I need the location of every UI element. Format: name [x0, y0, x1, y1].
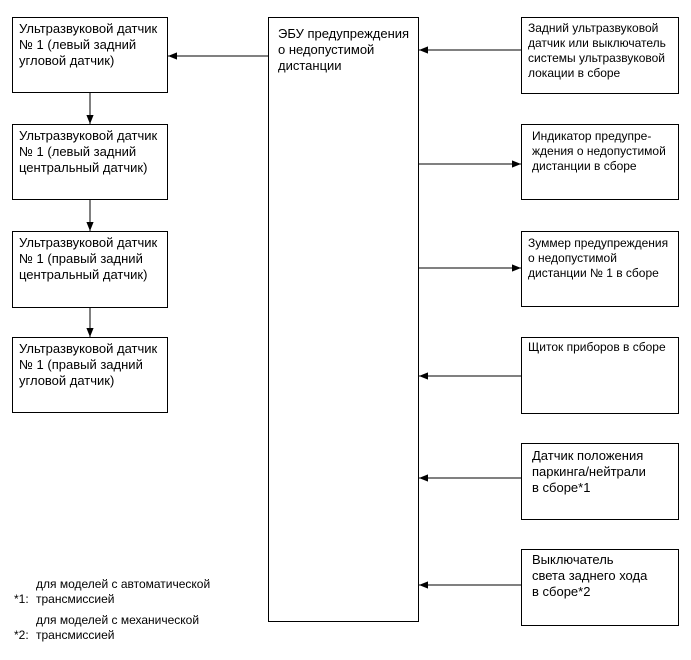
ecu-label: ЭБУ предупреждения о недопустимой дистан…: [278, 26, 410, 73]
component-label: Зуммер предупреждения о недопустимой дис…: [528, 236, 669, 280]
footnote-1: *1: для моделей с автоматической трансми…: [14, 577, 210, 622]
footnote-2: *2: для моделей с механической трансмисс…: [14, 613, 199, 658]
sensor-box-left-center: Ультразвуковой датчик № 1 (левый задний …: [12, 124, 168, 200]
sensor-label: Ультразвуковой датчик № 1 (левый задний …: [19, 128, 158, 175]
ecu-box: ЭБУ предупреждения о недопустимой дистан…: [268, 17, 419, 622]
park-neutral-sensor-box: Датчик положения паркинга/нейтрали в сбо…: [521, 443, 679, 520]
sensor-box-right-corner: Ультразвуковой датчик № 1 (правый задний…: [12, 337, 168, 413]
warning-indicator-box: Индикатор предупре- ждения о недопустимо…: [521, 124, 679, 200]
component-label: Индикатор предупре- ждения о недопустимо…: [532, 129, 666, 173]
footnote-mark: *2:: [14, 628, 29, 642]
sensor-label: Ультразвуковой датчик № 1 (левый задний …: [19, 21, 158, 68]
footnote-text: для моделей с механической трансмиссией: [36, 613, 200, 642]
component-label: Задний ультразвуковой датчик или выключа…: [528, 21, 666, 80]
component-label: Щиток приборов в сборе: [528, 340, 666, 354]
component-label: Датчик положения паркинга/нейтрали в сбо…: [532, 448, 646, 495]
footnote-text: для моделей с автоматической трансмиссие…: [36, 577, 211, 606]
sensor-box-right-center: Ультразвуковой датчик № 1 (правый задний…: [12, 231, 168, 308]
sensor-label: Ультразвуковой датчик № 1 (правый задний…: [19, 235, 158, 282]
component-label: Выключатель света заднего хода в сборе*2: [532, 552, 648, 599]
instrument-cluster-box: Щиток приборов в сборе: [521, 337, 679, 414]
sensor-box-left-corner: Ультразвуковой датчик № 1 (левый задний …: [12, 17, 168, 93]
footnote-mark: *1:: [14, 592, 29, 606]
reverse-light-switch-box: Выключатель света заднего хода в сборе*2: [521, 549, 679, 626]
sensor-label: Ультразвуковой датчик № 1 (правый задний…: [19, 341, 158, 388]
buzzer-box: Зуммер предупреждения о недопустимой дис…: [521, 231, 679, 307]
rear-sensor-switch-box: Задний ультразвуковой датчик или выключа…: [521, 17, 679, 94]
